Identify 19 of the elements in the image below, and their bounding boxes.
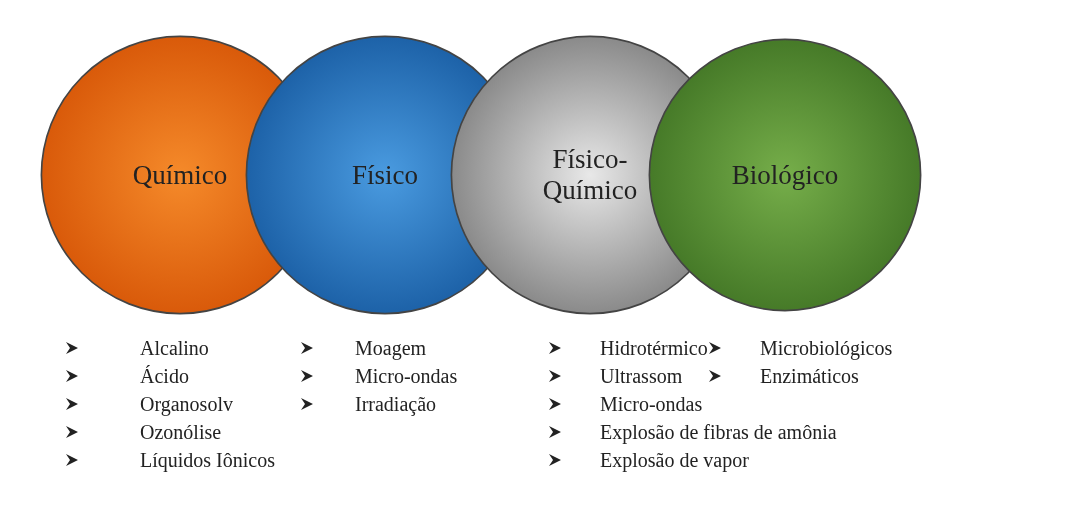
category-label: Físico-Químico — [541, 144, 639, 206]
list-item: Alcalino — [140, 336, 209, 360]
list-item: Ozonólise — [140, 420, 222, 444]
list-item: Organosolv — [140, 392, 233, 416]
list-item: Ácido — [140, 364, 189, 388]
list-item: Ultrassom — [600, 364, 683, 388]
list-item: Enzimáticos — [760, 364, 859, 388]
category-label: Físico — [352, 159, 418, 191]
list-item: Moagem — [355, 336, 427, 360]
list-item: Hidrotérmico — [600, 336, 708, 360]
list-item: Explosão de vapor — [600, 448, 749, 472]
list-item: Líquidos Iônicos — [140, 448, 275, 472]
category-label: Biológico — [731, 159, 839, 191]
list-item: Microbiológicos — [760, 336, 893, 360]
list-item: Micro-ondas — [600, 392, 703, 416]
list-item: Micro-ondas — [355, 364, 458, 388]
list-item: Irradiação — [355, 392, 437, 416]
category-label: Químico — [132, 159, 228, 191]
list-item: Explosão de fibras de amônia — [600, 420, 837, 444]
